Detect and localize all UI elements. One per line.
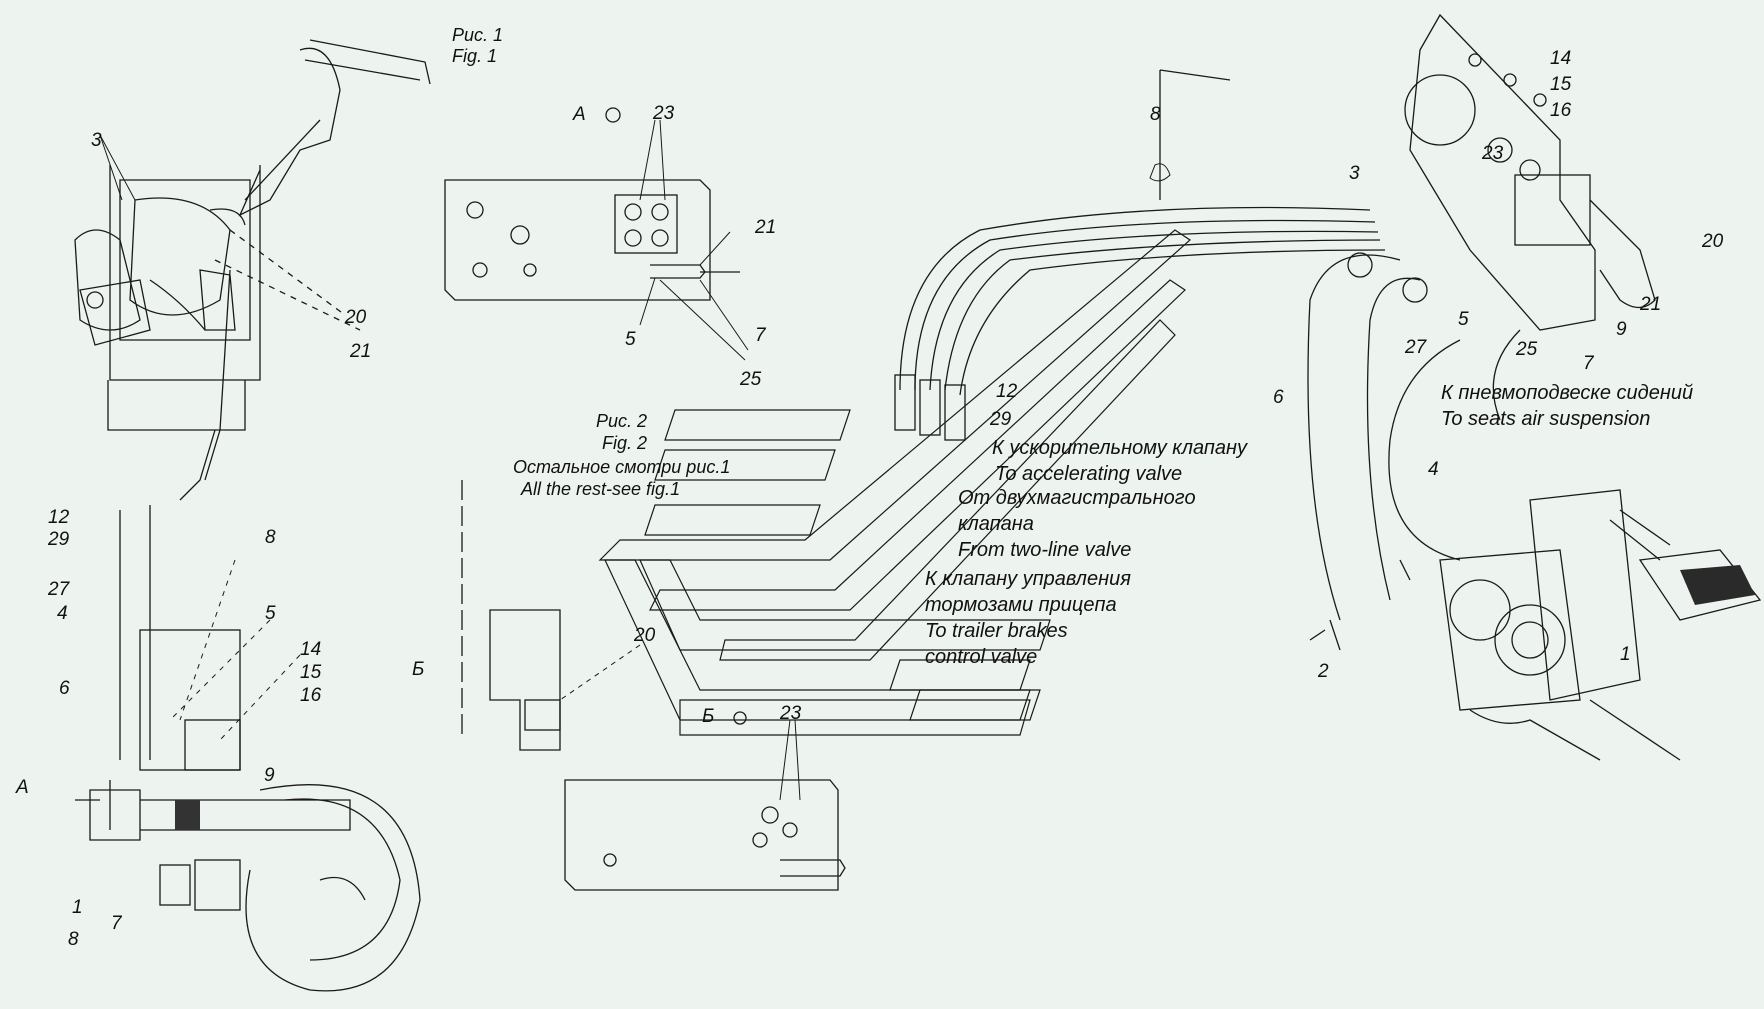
note-seats-en: To seats air suspension: [1441, 408, 1651, 430]
view-a-arrow-label: А: [16, 777, 29, 798]
callout-1: 1: [72, 897, 83, 918]
note-trailer-ru2: тормозами прицепа: [925, 594, 1117, 616]
note-seats: К пневмоподвеске сидений To seats air su…: [1441, 380, 1693, 432]
callout-16: 16: [1550, 100, 1572, 121]
callout-14: 14: [1550, 48, 1572, 69]
note-trailer-ru1: К клапану управления: [925, 568, 1131, 590]
callout-6: 6: [59, 678, 70, 699]
callout-3: 3: [1349, 163, 1360, 184]
callout-14: 14: [300, 639, 322, 660]
callout-8: 8: [265, 527, 276, 548]
callout-group-14-16: 14 15 16: [1550, 46, 1571, 124]
fig1-caption-ru: Рис. 1: [452, 25, 504, 45]
fig2-steering-column-drawing: [75, 505, 421, 992]
callout-23: 23: [1482, 143, 1504, 164]
callout-20: 20: [1702, 231, 1724, 252]
callout-25: 25: [1516, 339, 1538, 360]
callout-9: 9: [1616, 319, 1627, 340]
callout-7: 7: [1583, 353, 1594, 374]
note-accel: К ускорительному клапану To accelerating…: [992, 435, 1247, 487]
fig1-caption-en: Fig. 1: [452, 46, 498, 66]
note-accel-ru: К ускорительному клапану: [992, 437, 1247, 459]
callout-7: 7: [111, 913, 122, 934]
callout-5: 5: [1458, 309, 1469, 330]
fig2-caption-ru: Рис. 2: [596, 411, 648, 431]
fig2-note-ru: Остальное смотри рис.1: [513, 457, 731, 477]
callout-8: 8: [68, 929, 79, 950]
callout-20: 20: [634, 625, 656, 646]
fig2-note-en: All the rest-see fig.1: [521, 479, 681, 499]
callout-29: 29: [48, 529, 70, 550]
note-seats-ru: К пневмоподвеске сидений: [1441, 382, 1694, 404]
callout-27: 27: [48, 579, 70, 600]
callout-21: 21: [1640, 294, 1662, 315]
fig1-caption: Рис. 1 Fig. 1: [452, 26, 503, 65]
note-twoline-en: From two-line valve: [958, 539, 1132, 561]
callout-12: 12: [996, 381, 1018, 402]
fig2-caption-en: Fig. 2: [602, 433, 648, 453]
callout-2: 2: [1318, 661, 1329, 682]
fig2-caption: Рис. 2 Fig. 2: [596, 412, 647, 452]
callout-15: 15: [300, 662, 322, 683]
callout-23: 23: [653, 103, 675, 124]
view-b-label: Б: [702, 706, 715, 727]
callout-3: 3: [91, 130, 102, 151]
callout-4: 4: [1428, 459, 1439, 480]
callout-27: 27: [1405, 337, 1427, 358]
note-twoline-ru1: От двухмагистрального: [958, 487, 1196, 509]
callout-8: 8: [1150, 104, 1161, 125]
callout-15: 15: [1550, 74, 1572, 95]
note-trailer: К клапану управления тормозами прицепа T…: [925, 566, 1131, 670]
view-a-panel-drawing: [444, 107, 749, 361]
callout-23: 23: [780, 703, 802, 724]
callout-21: 21: [755, 217, 777, 238]
fig1-valve-mount-drawing: [74, 39, 431, 501]
callout-20: 20: [345, 307, 367, 328]
callout-5: 5: [625, 329, 636, 350]
callout-7: 7: [755, 325, 766, 346]
callout-9: 9: [264, 765, 275, 786]
view-b-arrow-label: Б: [412, 659, 425, 680]
pedal-valve-assembly-drawing: [1307, 13, 1762, 761]
callout-29: 29: [990, 409, 1012, 430]
note-accel-en: To accelerating valve: [995, 463, 1183, 485]
callout-21: 21: [350, 341, 372, 362]
fig2-note: Остальное смотри рис.1 All the rest-see …: [513, 458, 730, 498]
view-a-label: А: [573, 104, 586, 125]
chevron-routing-shapes: [598, 229, 1191, 736]
air-hoses-drawing: [894, 69, 1386, 441]
callout-12: 12: [48, 507, 70, 528]
view-b-panel-drawing: [461, 480, 846, 891]
note-trailer-en2: control valve: [925, 646, 1038, 668]
callout-4: 4: [57, 603, 68, 624]
callout-25: 25: [740, 369, 762, 390]
part-8-fitting-drawing: [1149, 163, 1171, 182]
callout-5: 5: [265, 603, 276, 624]
callout-6: 6: [1273, 387, 1284, 408]
callout-16: 16: [300, 685, 322, 706]
note-trailer-en1: To trailer brakes: [925, 620, 1068, 642]
note-twoline: От двухмагистрального клапана From two-l…: [958, 485, 1196, 563]
callout-1: 1: [1620, 644, 1631, 665]
note-twoline-ru2: клапана: [958, 513, 1034, 535]
